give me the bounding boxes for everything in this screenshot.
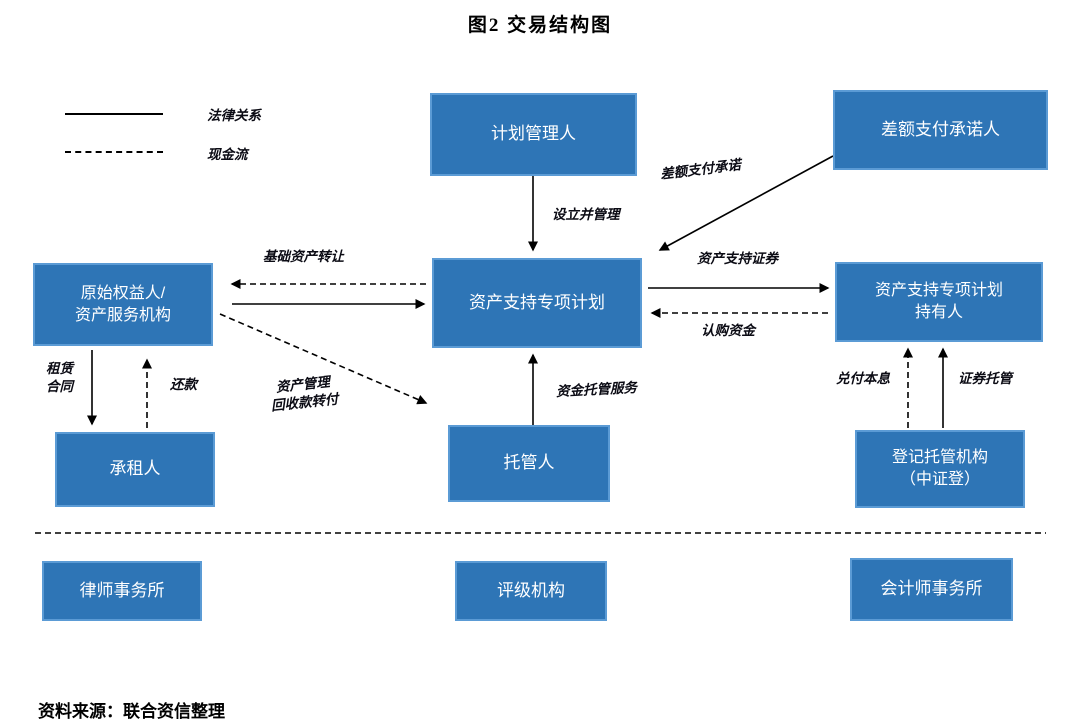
node-registrar-line1: 登记托管机构 xyxy=(891,449,988,467)
node-originator: 原始权益人/ 资产服务机构 xyxy=(33,263,213,346)
edge-label-recovery-transfer: 资产管理 回收款转付 xyxy=(268,373,339,415)
edge-label-lease-line1: 租赁 xyxy=(46,361,73,376)
node-abs-plan: 资产支持专项计划 xyxy=(432,258,642,348)
edge-label-subscription-funds: 认购资金 xyxy=(701,323,755,338)
node-rating-agency: 评级机构 xyxy=(455,561,607,621)
edge-label-repayment: 还款 xyxy=(170,377,197,392)
node-registrar-line2: （中证登） xyxy=(899,471,980,488)
edge-label-establish-manage: 设立并管理 xyxy=(552,207,620,222)
node-plan-manager-label: 计划管理人 xyxy=(491,124,576,144)
arrow-recovery-transfer xyxy=(219,313,428,405)
node-holders-line1: 资产支持专项计划 xyxy=(874,282,1003,300)
node-law-firm: 律师事务所 xyxy=(42,561,202,621)
node-accounting-firm: 会计师事务所 xyxy=(850,558,1013,621)
edge-label-abs-securities: 资产支持证券 xyxy=(697,251,778,266)
node-originator-line1: 原始权益人/ xyxy=(80,284,166,302)
edge-label-lease-line2: 合同 xyxy=(46,378,73,394)
edge-label-principal-interest: 兑付本息 xyxy=(836,371,890,386)
node-law-firm-label: 律师事务所 xyxy=(79,580,165,600)
legend-dashed-label: 现金流 xyxy=(207,147,248,162)
node-plan-manager: 计划管理人 xyxy=(430,93,637,176)
legend-dashed-line xyxy=(65,151,163,153)
node-rating-agency-label: 评级机构 xyxy=(497,580,565,600)
node-diff-payment-promisor: 差额支付承诺人 xyxy=(833,90,1048,170)
source-note: 资料来源：联合资信整理 xyxy=(38,702,225,721)
node-holders-line2: 持有人 xyxy=(914,304,963,321)
legend-solid-label: 法律关系 xyxy=(207,108,261,123)
node-holders: 资产支持专项计划 持有人 xyxy=(835,262,1043,342)
node-lessee: 承租人 xyxy=(55,432,215,507)
figure-title: 图2 交易结构图 xyxy=(467,15,613,36)
node-abs-plan-label: 资产支持专项计划 xyxy=(469,292,605,312)
legend-solid-line xyxy=(65,113,163,115)
node-custodian-label: 托管人 xyxy=(503,453,555,473)
arrow-diff-payment-commitment xyxy=(658,155,834,251)
node-diff-payment-promisor-label: 差额支付承诺人 xyxy=(881,119,1000,139)
edge-label-lease-contract: 租赁 合同 xyxy=(46,360,73,395)
edge-label-asset-transfer: 基础资产转让 xyxy=(263,249,344,264)
node-custodian: 托管人 xyxy=(448,425,610,502)
node-originator-line2: 资产服务机构 xyxy=(74,306,171,324)
node-lessee-label: 承租人 xyxy=(109,459,161,479)
node-accounting-firm-label: 会计师事务所 xyxy=(880,579,983,599)
edge-label-securities-custody: 证券托管 xyxy=(958,371,1012,386)
node-registrar: 登记托管机构 （中证登） xyxy=(855,430,1025,508)
